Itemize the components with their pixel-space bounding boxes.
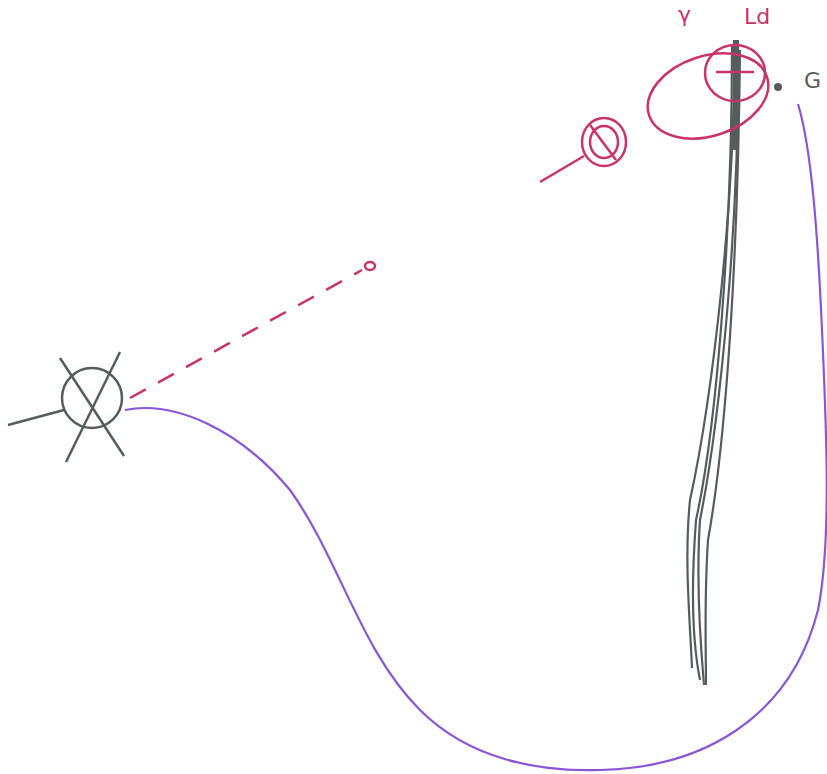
large-loop	[637, 39, 780, 153]
small-loop	[705, 45, 765, 101]
small-circle	[365, 262, 375, 270]
sketch-label: G	[804, 70, 821, 92]
sketch-label: γ	[678, 4, 691, 26]
grey-dot	[774, 83, 782, 91]
grey-crossed-circle	[8, 352, 124, 462]
dashed-line	[130, 270, 362, 398]
sketch-label: Ld	[744, 6, 770, 28]
tick	[716, 71, 754, 74]
pink-crossed-circle	[540, 118, 626, 182]
